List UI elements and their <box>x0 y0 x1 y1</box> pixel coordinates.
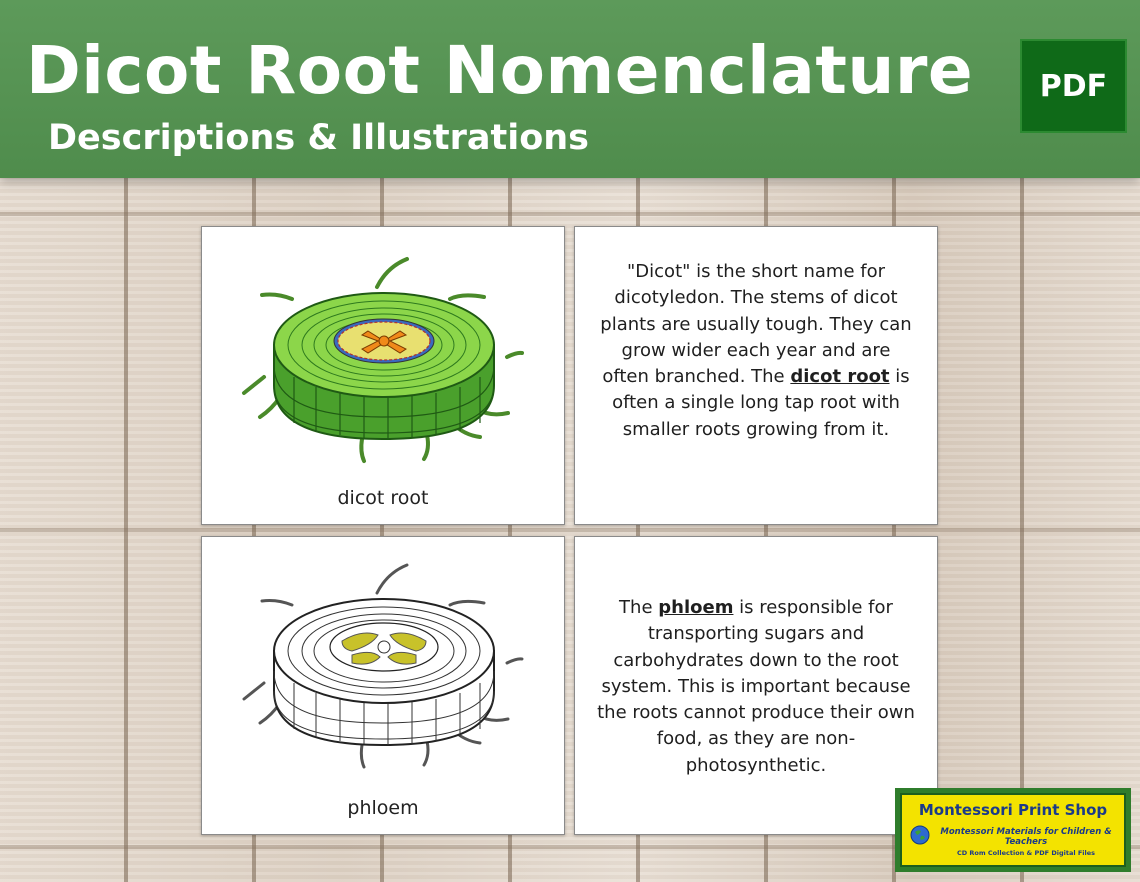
dicot-root-cross-section-color-icon <box>242 257 524 463</box>
dicot-root-cross-section-phloem-icon <box>242 563 524 769</box>
term-phloem: phloem <box>658 597 734 618</box>
description-text: "Dicot" is the short name for dicotyledo… <box>597 259 915 443</box>
title-banner: Dicot Root Nomenclature Descriptions & I… <box>0 0 1140 178</box>
description-text-part: is often a single long tap root with sma… <box>612 366 910 440</box>
logo-name: Montessori Print Shop <box>918 801 1108 819</box>
description-text-part: "Dicot" is the short name for dicotyledo… <box>600 261 912 388</box>
description-text-part: is responsible for transporting sugars a… <box>597 597 915 776</box>
page-title: Dicot Root Nomenclature <box>26 32 974 109</box>
term-dicot-root: dicot root <box>790 366 890 388</box>
globe-icon <box>910 825 930 845</box>
picture-card-label: dicot root <box>337 487 429 509</box>
logo-panel: Montessori Print Shop Montessori Materia… <box>900 793 1126 867</box>
picture-card-label: phloem <box>347 797 419 819</box>
description-text: The phloem is responsible for transporti… <box>597 595 915 779</box>
wood-seam <box>0 212 1140 216</box>
description-card-dicot-root: "Dicot" is the short name for dicotyledo… <box>574 226 938 525</box>
pdf-badge: PDF <box>1020 39 1127 133</box>
montessori-print-shop-logo: Montessori Print Shop Montessori Materia… <box>895 788 1131 872</box>
description-card-phloem: The phloem is responsible for transporti… <box>574 536 938 835</box>
wood-seam <box>0 528 1140 532</box>
logo-tagline: Montessori Materials for Children & Teac… <box>940 827 1112 847</box>
page-subtitle: Descriptions & Illustrations <box>48 118 589 158</box>
wood-seam <box>0 845 1140 849</box>
description-text-part: The <box>619 597 659 618</box>
picture-card-dicot-root: dicot root <box>201 226 565 525</box>
logo-footer: CD Rom Collection & PDF Digital Files <box>956 849 1096 857</box>
picture-card-phloem: phloem <box>201 536 565 835</box>
